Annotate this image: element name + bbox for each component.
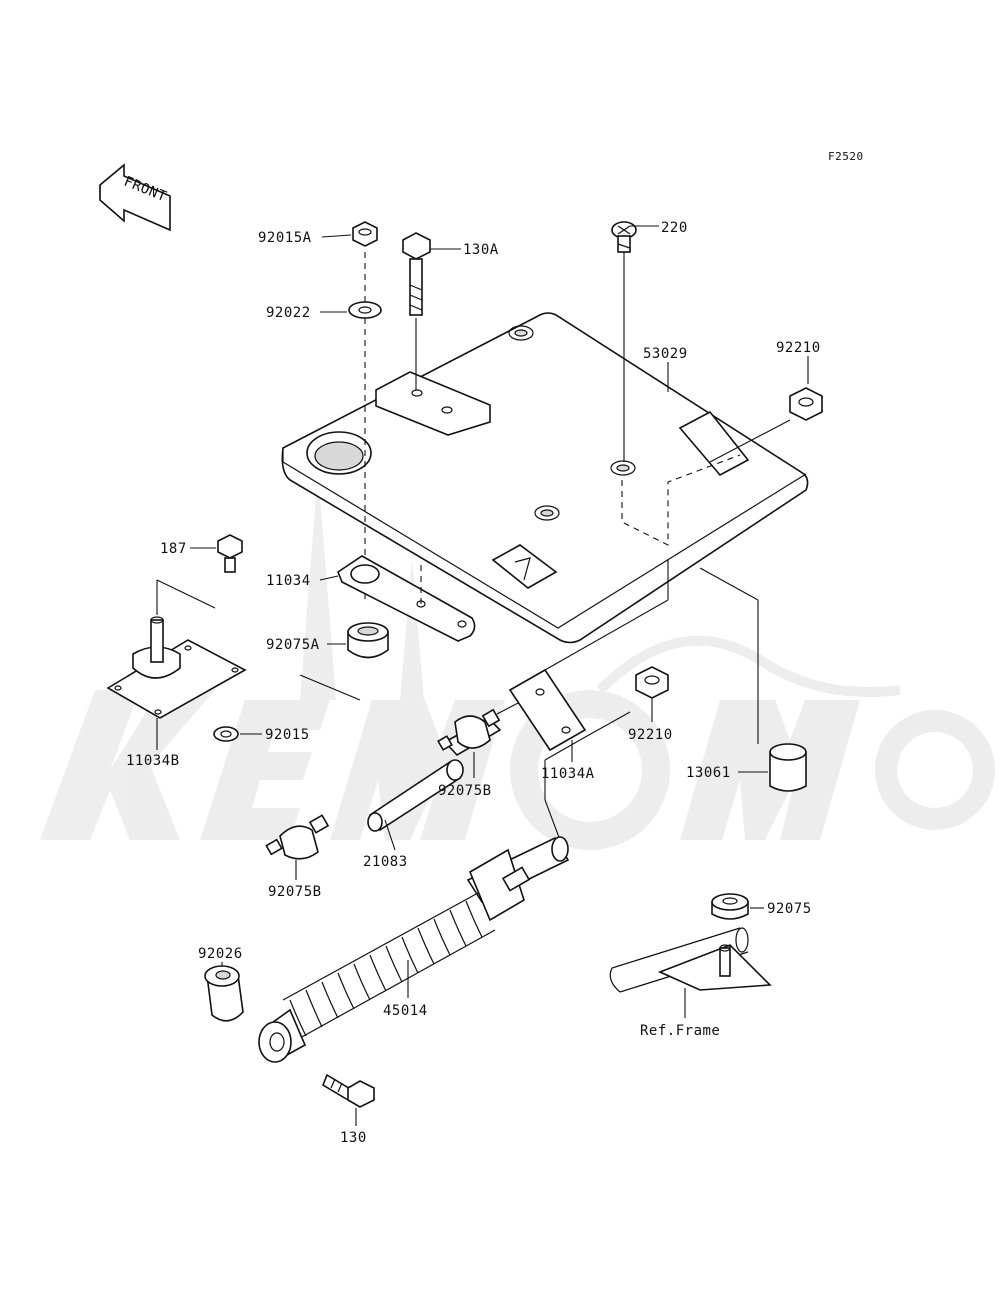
label-53029: 53029	[643, 346, 688, 362]
label-11034: 11034	[266, 573, 311, 589]
label-92075a: 92075A	[266, 637, 320, 653]
nut-92015	[213, 726, 239, 742]
shock-absorber-45014	[258, 739, 581, 1063]
nut-92210-mid	[635, 666, 669, 699]
damper-11034b	[106, 579, 361, 719]
shock-spring	[282, 892, 496, 1039]
leader-lines	[156, 225, 809, 1126]
diagram-code: F2520	[828, 150, 864, 163]
label-92210-top: 92210	[776, 340, 821, 356]
reference-frame	[609, 927, 772, 993]
rubber-92075b-mid	[437, 701, 521, 757]
label-92075b-low: 92075B	[268, 884, 322, 900]
pipe-21083	[367, 759, 464, 832]
plate-bracket-hidden	[621, 454, 741, 546]
bolt-187	[217, 534, 243, 573]
bolt-130a	[402, 232, 431, 390]
rubber-92075b-low	[265, 814, 330, 860]
nut-92210-top	[709, 387, 823, 463]
rubber-92075	[711, 893, 749, 920]
label-187: 187	[160, 541, 187, 557]
seat-plate	[281, 312, 809, 644]
label-ref-frame: Ref.Frame	[640, 1023, 720, 1039]
bolt-130	[322, 1073, 375, 1108]
label-21083: 21083	[363, 854, 408, 870]
front-arrow-icon: FRONT	[99, 163, 171, 232]
label-92015: 92015	[265, 727, 310, 743]
collar-13061	[699, 567, 807, 792]
label-11034b: 11034B	[126, 753, 180, 769]
bracket-11034a	[508, 560, 669, 752]
label-11034a: 11034A	[541, 766, 595, 782]
label-130a: 130A	[463, 242, 499, 258]
label-92210-mid: 92210	[628, 727, 673, 743]
label-13061: 13061	[686, 765, 731, 781]
watermark-logo	[40, 470, 995, 850]
label-92022: 92022	[266, 305, 311, 321]
rubber-92075a	[347, 622, 389, 659]
label-92075: 92075	[767, 901, 812, 917]
label-92026: 92026	[198, 946, 243, 962]
collar-92026	[204, 965, 244, 1022]
label-130: 130	[340, 1130, 367, 1146]
label-220: 220	[661, 220, 688, 236]
label-92075b-mid: 92075B	[438, 783, 492, 799]
washer-92022	[348, 301, 382, 319]
label-45014: 45014	[383, 1003, 428, 1019]
plate-11034	[337, 555, 476, 642]
label-92015a: 92015A	[258, 230, 312, 246]
